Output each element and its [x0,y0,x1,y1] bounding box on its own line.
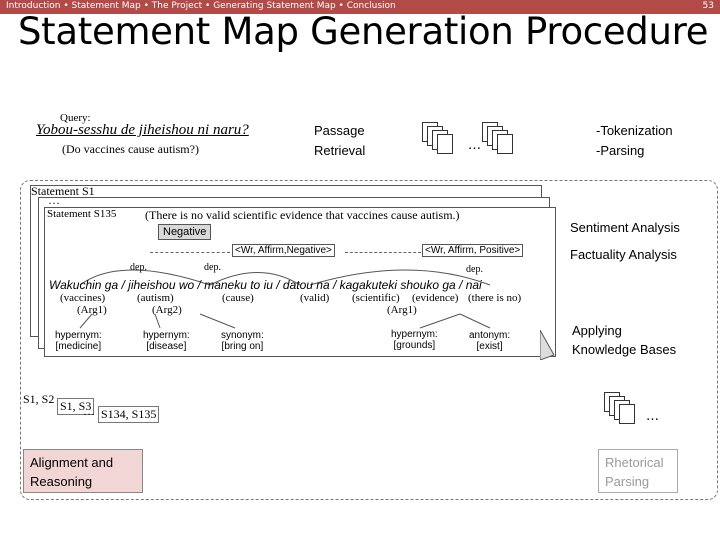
rhetorical-parsing-box: Rhetorical Parsing [598,449,678,493]
dep-label-1: dep. [130,262,147,273]
dashed-line-1 [150,252,230,253]
word-there-is-no: (there is no) [468,292,522,304]
ellipsis-2: … [646,409,659,424]
sentiment-badge: Negative [158,224,212,240]
breadcrumb[interactable]: Introduction • Statement Map • The Proje… [6,1,396,11]
passage-retrieval-label: Passage Retrieval [314,123,366,158]
word-autism: (autism) [137,292,174,304]
arg-label-3: (Arg1) [387,304,417,316]
page-fold [539,328,555,361]
arg-label-1: (Arg1) [77,304,107,316]
word-cause: (cause) [222,292,254,304]
query-text: Yobou-sesshu de jiheishou ni naru? [36,122,249,138]
word-vaccines: (vaccines) [60,292,106,304]
query-translation: (Do vaccines cause autism?) [62,142,199,156]
page-number: 53 [702,1,714,11]
kb-entry-3: synonym:[bring on] [221,330,264,352]
dep-label-3: dep. [466,264,483,275]
knowledge-bases-label: Applying Knowledge Bases [572,323,677,357]
kb-entry-1: hypernym:[medicine] [55,330,102,352]
slide-title: Statement Map Generation Procedure [18,10,709,53]
pair-s1-s3: S1, S3 [57,398,95,415]
process-frame [20,180,718,500]
sentiment-analysis-label: Sentiment Analysis [570,220,680,235]
ellipsis: … [468,138,481,153]
top-bar [0,0,720,14]
documents-icon-2 [482,122,522,162]
japanese-sentence: Wakuchin ga / jiheishou wo / maneku to i… [49,278,482,292]
dep-label-2: dep. [204,262,221,273]
kb-entry-4: hypernym:[grounds] [391,329,438,351]
factuality-tag-positive: <Wr, Affirm, Positive> [422,244,524,257]
arg-label-2: (Arg2) [152,304,182,316]
word-valid: (valid) [300,292,330,304]
factuality-analysis-label: Factuality Analysis [570,247,677,262]
pair-s1-s2: S1, S2 [23,392,55,406]
alignment-reasoning-box: Alignment and Reasoning [23,449,143,493]
documents-icon-3 [604,392,644,432]
dashed-line-2 [345,252,421,253]
pairs-dots: … [83,404,95,418]
dependency-arcs [79,269,491,286]
kb-connectors [79,313,491,329]
statement-s135-label: Statement S135 [47,208,117,220]
tokenization-label: -Tokenization -Parsing [596,123,673,158]
word-evidence: (evidence) [412,292,459,304]
statement-dots: … [48,193,60,207]
kb-entry-2: hypernym:[disease] [143,330,190,352]
statement-sentence: (There is no valid scientific evidence t… [145,208,460,222]
kb-entry-5: antonym:[exist] [469,330,511,352]
word-scientific: (scientific) [352,292,400,304]
query-label: Query: [60,112,91,124]
factuality-tag-negative: <Wr, Affirm,Negative> [232,244,335,257]
pair-s134-s135: S134, S135 [98,406,160,423]
statement-box-s135 [44,207,556,357]
statement-s1-label: Statement S1 [31,184,95,198]
documents-icon [422,122,462,162]
